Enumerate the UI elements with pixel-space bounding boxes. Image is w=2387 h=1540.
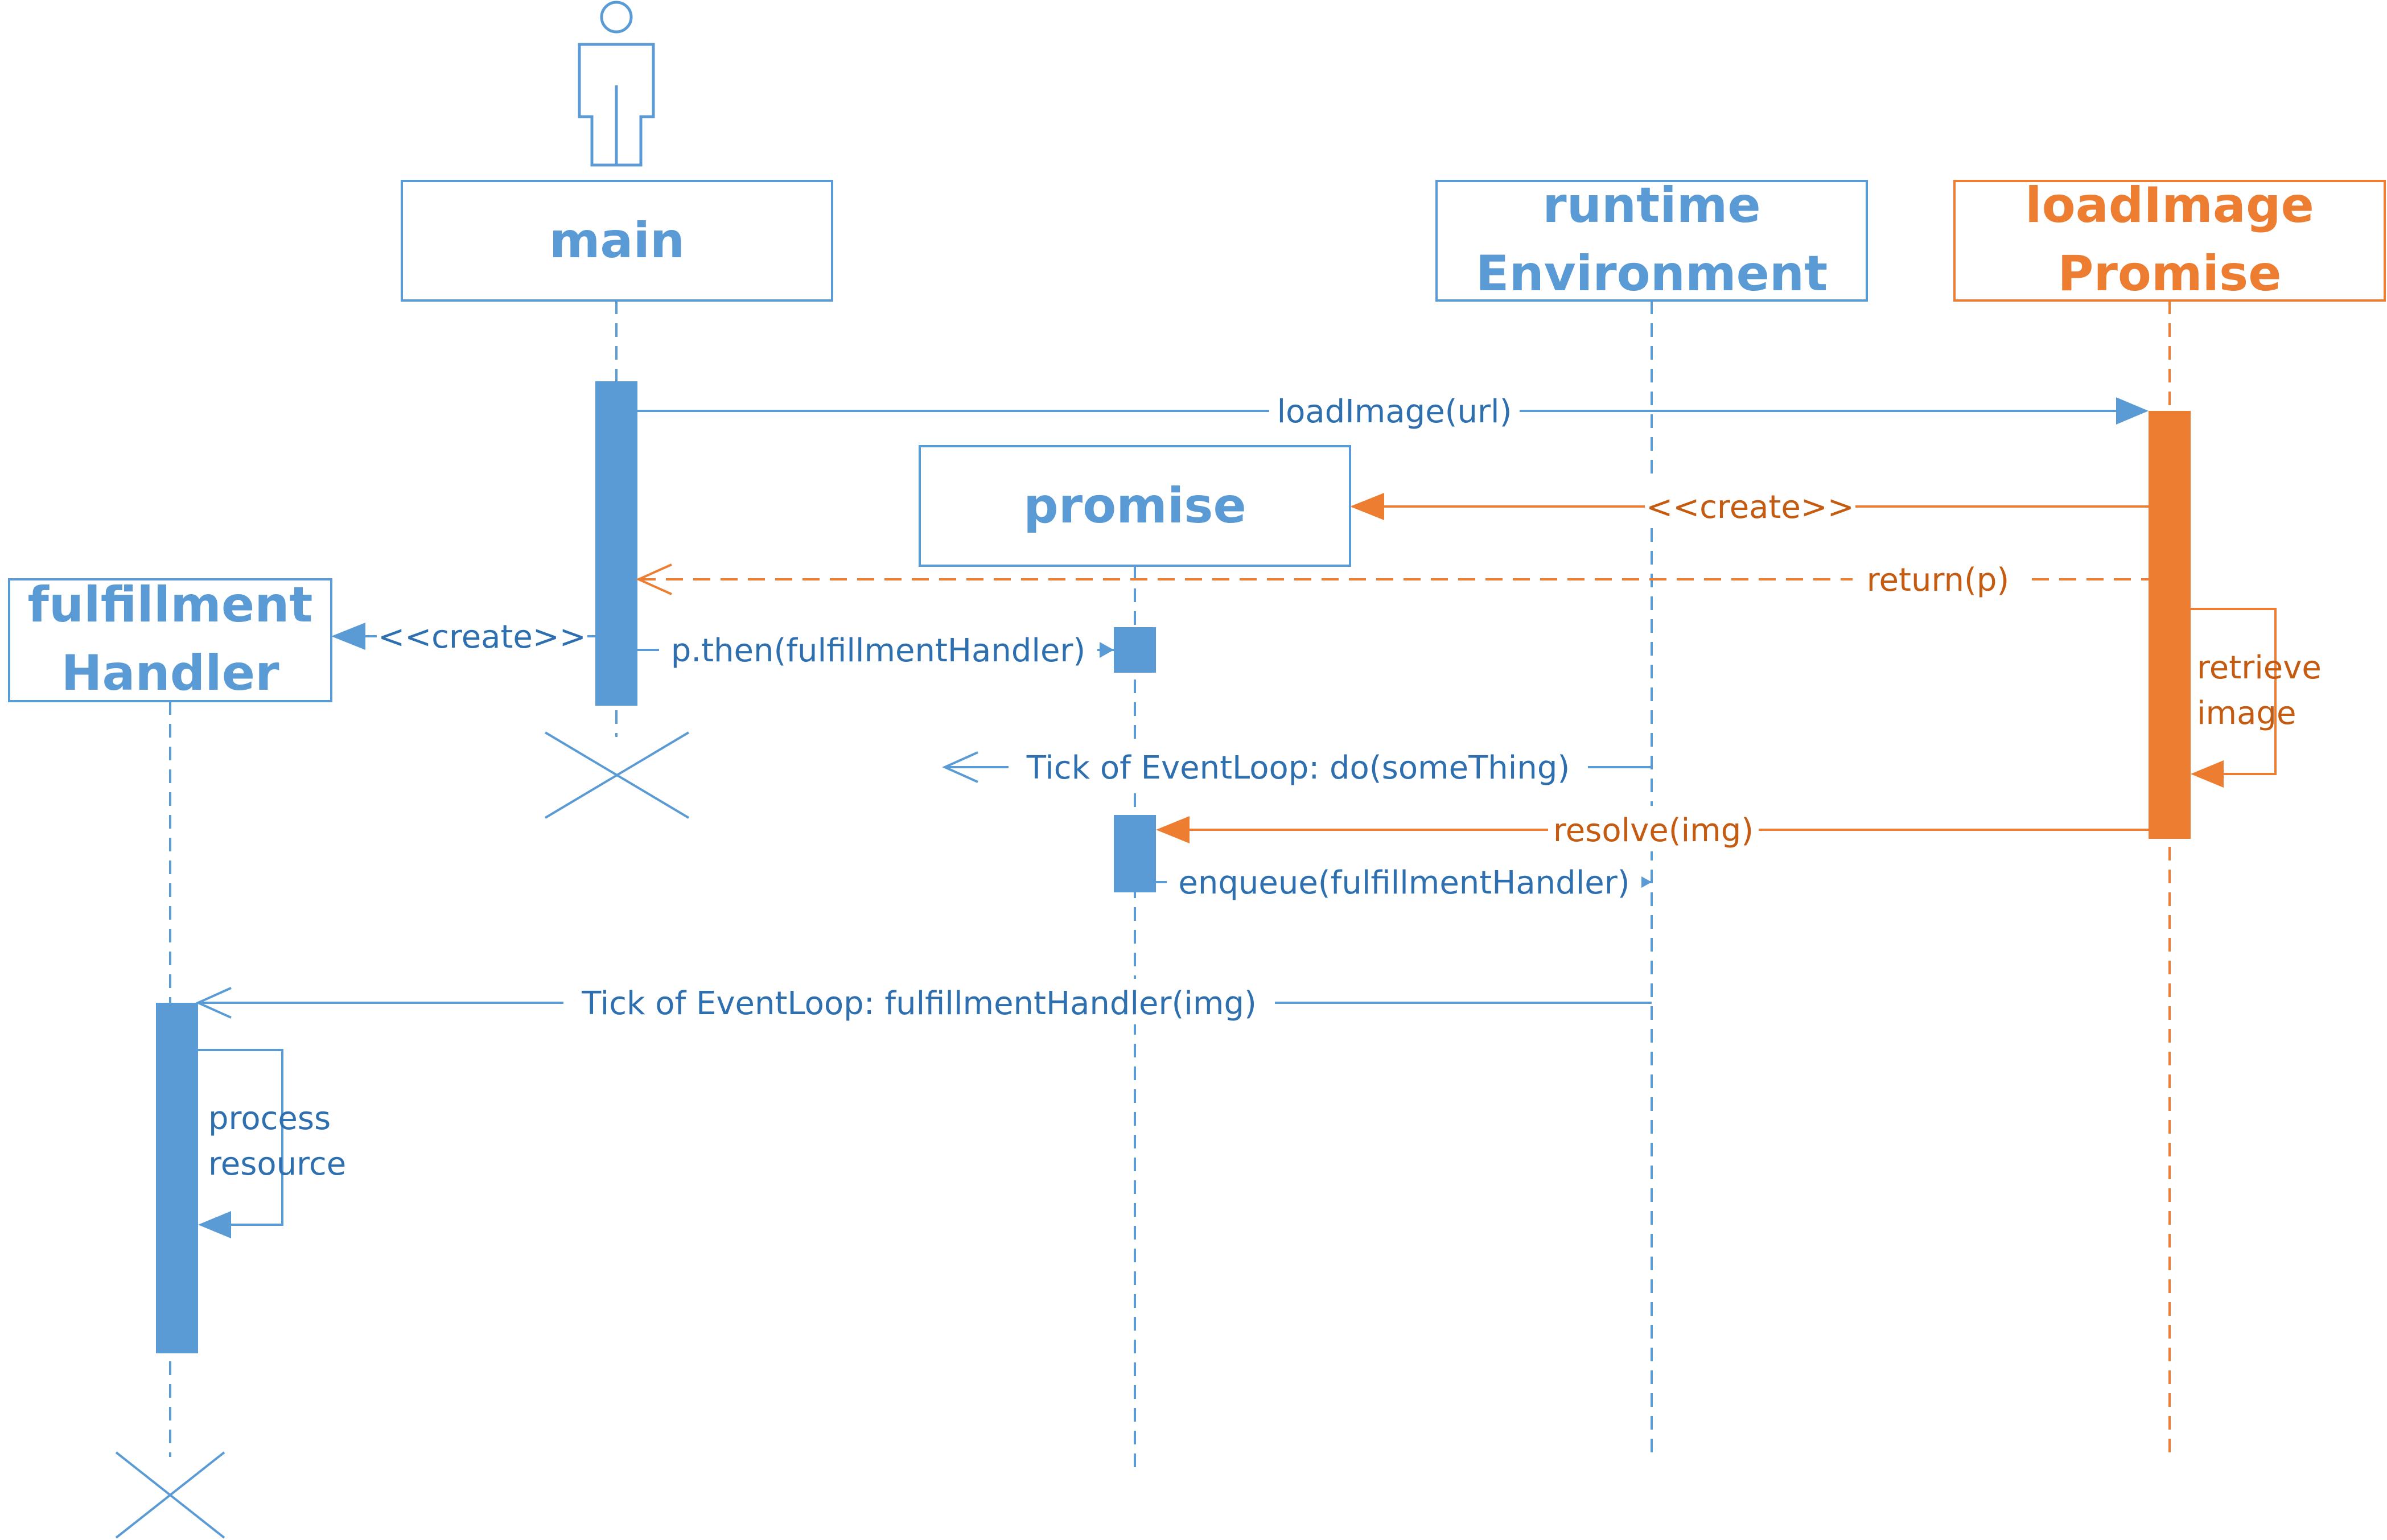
lifeline-title-fulfillment-line1: fulfillment (27, 577, 312, 633)
message-label-create-handler: <<create>> (378, 619, 586, 656)
message-enqueue: enqueue(fulfillmentHandler) (1156, 858, 1652, 904)
actor-stick-figure-icon (578, 1, 655, 167)
message-p-then: p.then(fulfillmentHandler) (637, 626, 1114, 672)
lifeline-title-loadimage-line1: loadImage (2025, 177, 2314, 234)
lifeline-title-loadimage-line2: Promise (2057, 245, 2281, 302)
lifeline-title-runtime-line2: Environment (1476, 245, 1828, 302)
activation-main (595, 381, 637, 706)
lifeline-title-runtime-line1: runtime (1542, 177, 1760, 234)
lifeline-title-promise: promise (1023, 477, 1246, 534)
message-label-tick-something: Tick of EventLoop: do(someThing) (1026, 750, 1570, 787)
destroy-mark-fulfillment-handler (115, 1451, 225, 1539)
message-label-return-p: return(p) (1867, 562, 2009, 599)
message-create-promise: <<create>> (1350, 483, 2149, 528)
message-resolve: resolve(img) (1156, 806, 2149, 851)
self-message-retrieve-image: retrieve image (2191, 608, 2322, 788)
lifeline-header-fulfillment-handler: fulfillment Handler (8, 577, 332, 702)
lifeline-header-runtime-environment: runtime Environment (1435, 177, 1868, 302)
activation-fulfillment-handler (156, 1003, 198, 1353)
activation-promise-resolve (1114, 815, 1156, 892)
destroy-mark-main (544, 731, 690, 819)
message-tick-something: Tick of EventLoop: do(someThing) (942, 743, 1652, 789)
message-load-image: loadImage(url) (637, 387, 2149, 433)
message-label-resolve: resolve(img) (1553, 812, 1754, 849)
message-label-process-resource-line2: resource (208, 1146, 346, 1183)
message-create-handler: <<create>> (331, 612, 595, 658)
lifeline-header-loadimage-promise: loadImage Promise (1953, 177, 2386, 302)
lifeline-title-fulfillment-line2: Handler (61, 645, 279, 702)
message-label-tick-handler: Tick of EventLoop: fulfillmentHandler(im… (581, 985, 1257, 1022)
message-label-retrieve-image-line2: image (2197, 695, 2296, 732)
lifeline-header-promise: promise (919, 445, 1351, 567)
message-tick-handler: Tick of EventLoop: fulfillmentHandler(im… (195, 979, 1652, 1024)
message-return-p: return(p) (636, 555, 2149, 601)
lifeline-title-main: main (549, 212, 685, 269)
activation-promise-then (1114, 627, 1156, 673)
activation-loadimage-promise (2149, 411, 2191, 839)
lifeline-header-main: main (401, 180, 833, 302)
message-label-load-image: loadImage(url) (1277, 393, 1512, 430)
message-label-process-resource-line1: process (208, 1100, 331, 1137)
message-label-p-then: p.then(fulfillmentHandler) (671, 632, 1086, 669)
message-label-create-promise: <<create>> (1646, 489, 1854, 526)
message-label-retrieve-image-line1: retrieve (2197, 649, 2322, 686)
message-label-enqueue: enqueue(fulfillmentHandler) (1178, 864, 1629, 901)
self-message-process-resource: process resource (198, 1049, 346, 1238)
